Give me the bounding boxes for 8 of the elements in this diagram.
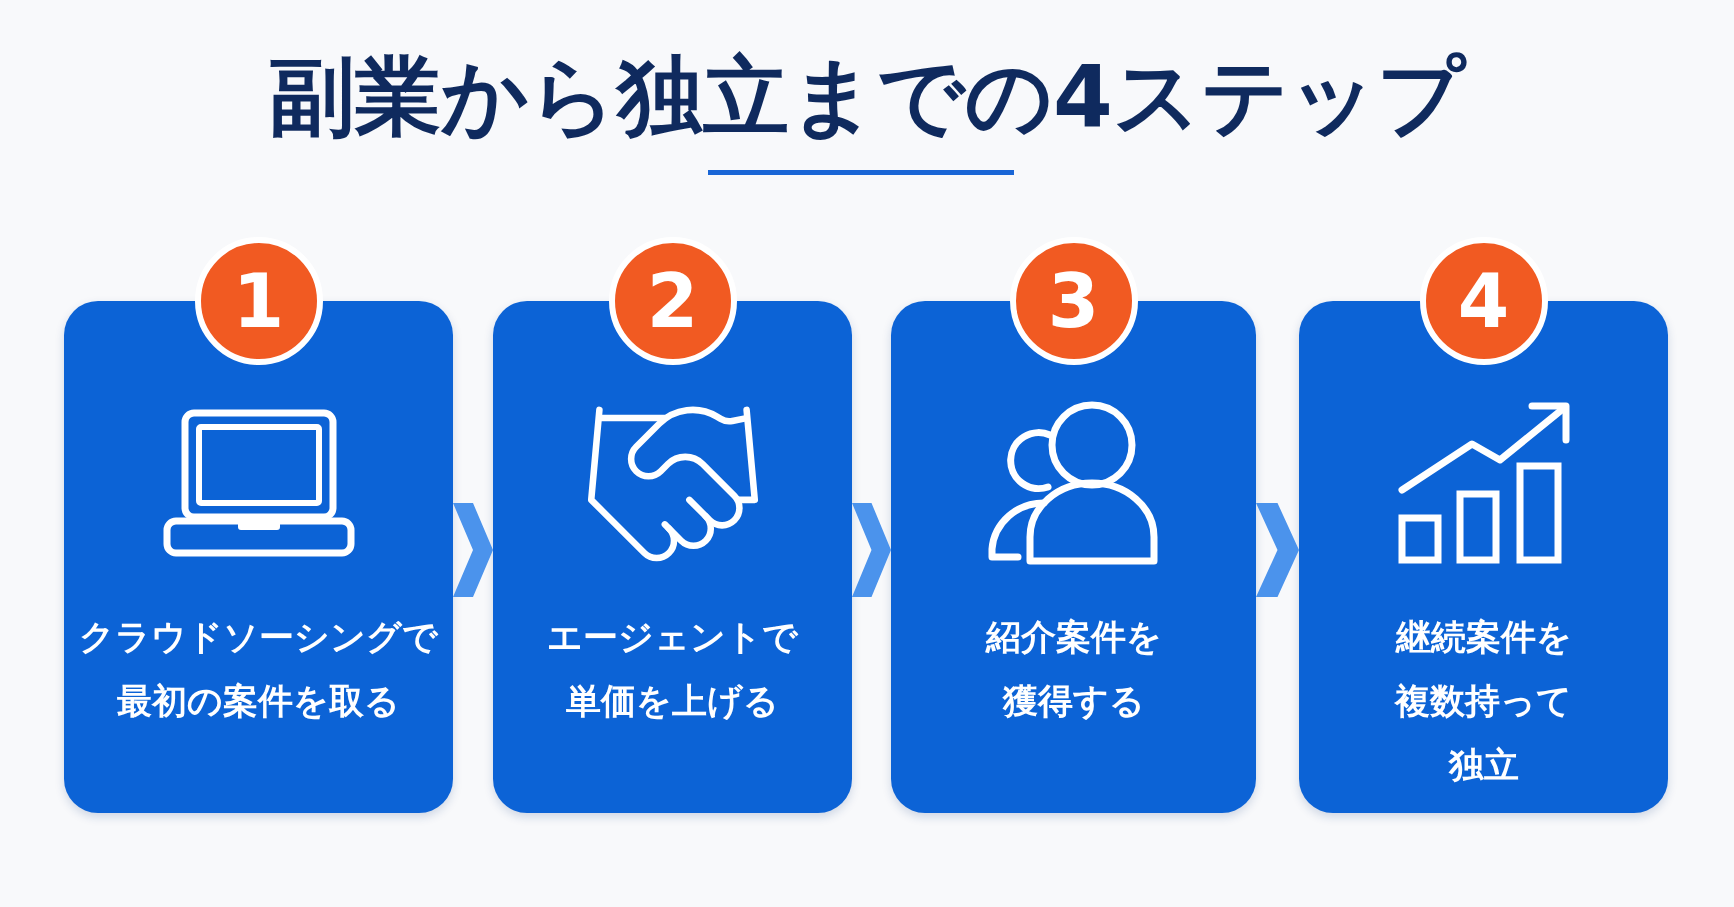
step-text: エージェントで単価を上げる [546, 616, 799, 723]
chevron-arrow [453, 503, 493, 597]
step-text: 紹介案件を獲得する [984, 616, 1163, 723]
chevron-arrow [852, 503, 891, 597]
step-text: クラウドソーシングで最初の案件を取る [78, 616, 439, 723]
step-text: 継続案件を複数持って独立 [1393, 616, 1573, 787]
chevron-arrow [1256, 503, 1299, 597]
title: 副業から独立までの4ステップ [269, 46, 1465, 146]
